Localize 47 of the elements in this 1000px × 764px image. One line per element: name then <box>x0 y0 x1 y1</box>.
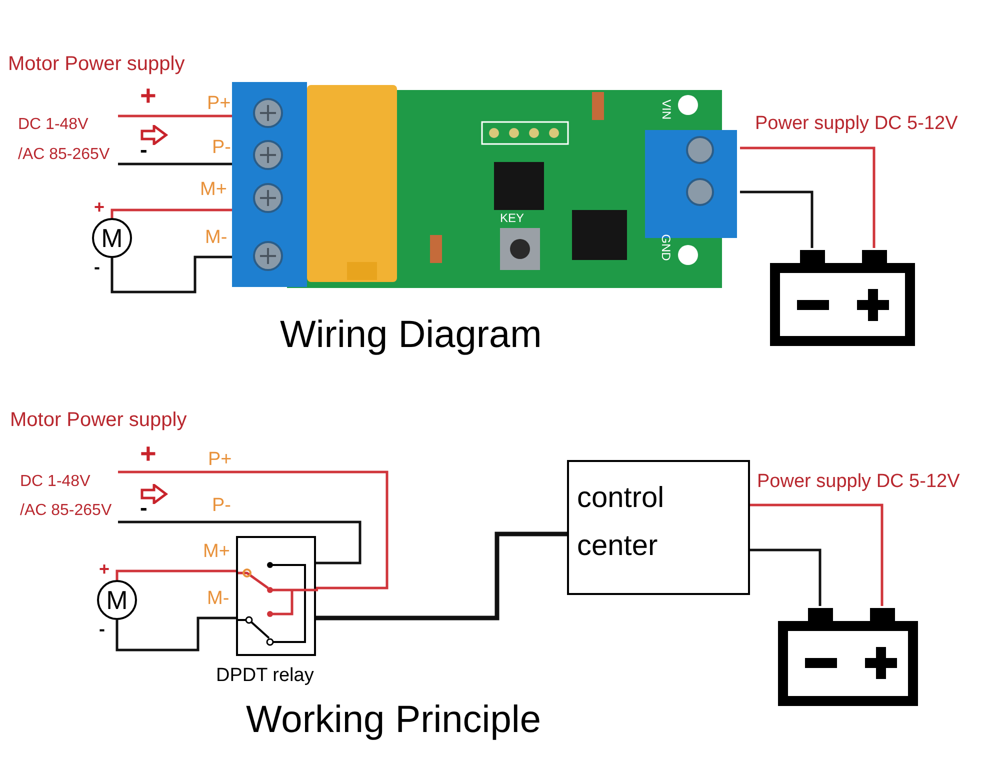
polarity-sign: - <box>99 620 105 638</box>
wire <box>116 616 236 652</box>
polarity-sign: + <box>94 198 105 216</box>
board-marking: KEY <box>500 211 524 226</box>
terminal-label: P- <box>212 136 231 160</box>
voltage-label: /AC 85-265V <box>18 145 110 165</box>
wire <box>118 114 232 118</box>
polarity-sign: + <box>99 560 110 578</box>
wire <box>110 256 232 294</box>
terminal-label: P+ <box>207 92 231 116</box>
wire <box>110 208 232 218</box>
voltage-label: /AC 85-265V <box>20 501 112 521</box>
terminal-label: M+ <box>200 178 227 202</box>
board-marking: VIN <box>658 100 674 120</box>
voltage-label: DC 1-48V <box>20 472 90 492</box>
section-heading: Wiring Diagram <box>280 313 542 358</box>
wire <box>118 162 232 166</box>
section-label: Motor Power supply <box>8 52 185 77</box>
power-label: Power supply DC 5-12V <box>755 112 958 136</box>
polarity-sign: - <box>94 258 100 276</box>
wire <box>750 504 884 606</box>
box-label: control center <box>577 481 666 564</box>
wire <box>750 548 822 606</box>
wire <box>316 532 567 620</box>
relay-label: DPDT relay <box>216 664 314 688</box>
polarity-sign: - <box>140 494 148 522</box>
polarity-sign: - <box>140 136 148 164</box>
board-marking: GND <box>658 234 673 261</box>
power-label: Power supply DC 5-12V <box>757 470 960 494</box>
wire <box>740 190 814 248</box>
control-center-box <box>567 460 750 595</box>
polarity-sign: + <box>140 437 156 471</box>
motor-symbol: M <box>97 580 137 620</box>
polarity-sign: + <box>140 79 156 113</box>
section-label: Motor Power supply <box>10 408 187 433</box>
wire <box>118 520 362 564</box>
voltage-label: DC 1-48V <box>18 115 88 135</box>
terminal-label: P- <box>212 494 231 518</box>
terminal-label: P+ <box>208 448 232 472</box>
wire <box>118 470 388 590</box>
terminal-label: M- <box>205 226 228 250</box>
terminal-label: M- <box>207 587 230 611</box>
terminal-label: M+ <box>203 540 230 564</box>
motor-symbol: M <box>92 218 132 258</box>
wire <box>116 570 236 580</box>
wire <box>740 146 876 248</box>
section-heading: Working Principle <box>246 698 541 743</box>
